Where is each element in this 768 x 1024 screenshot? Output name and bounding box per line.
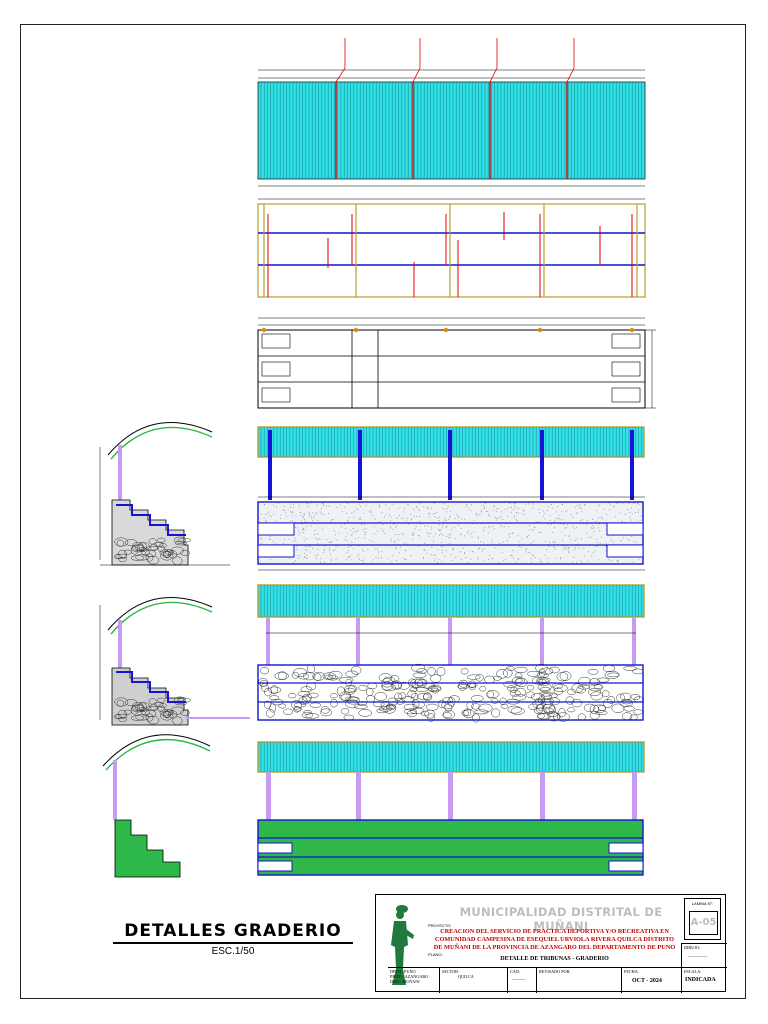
drawing-title: DETALLES GRADERIO [124, 921, 342, 941]
elevation-3 [257, 741, 645, 876]
escala-value: INDICADA [685, 977, 716, 983]
section-3 [102, 734, 211, 878]
cad-value: ---------- [512, 977, 526, 982]
lamina-box: LAMINA N°: A-05 [684, 898, 721, 940]
elevation-1 [257, 426, 645, 571]
escala-label: ESCALA: [684, 969, 702, 974]
fecha-value: OCT - 2024 [632, 978, 662, 984]
municipality-name: MUNICIPALIDAD DISTRITAL DE MUÑANI [459, 905, 663, 933]
dibujo-label: DIBUJO: [684, 945, 701, 950]
title-underline [113, 942, 353, 944]
cad-label: CAD: [510, 969, 521, 974]
plano-title: DETALLE DE TRIBUNAS - GRADERIO [500, 956, 609, 962]
fecha-label: FECHA: [624, 969, 639, 974]
section-2 [99, 597, 250, 726]
lamina-label: LAMINA N°: [691, 901, 714, 906]
roof-plan-view [257, 38, 646, 187]
drawing-scale: ESC.1/50 [211, 946, 255, 957]
stairs-plan-view [257, 317, 656, 409]
plano-label: PLANO: [428, 952, 443, 957]
dibujo-value: -------------- [688, 954, 708, 959]
structure-plan-view [257, 198, 646, 298]
title-block: MUNICIPALIDAD DISTRITAL DE MUÑANI PROYEC… [375, 894, 727, 993]
drawing-frame [20, 24, 746, 999]
sector-label: SECTOR: [442, 969, 460, 974]
location-dpto: DPTO : PUNO [390, 969, 416, 974]
elevation-2 [257, 584, 645, 723]
project-description: CREACION DEL SERVICIO DE PRACTICA DEPORT… [433, 928, 676, 952]
sector-value: QUILCA [458, 974, 474, 979]
project-label: PROYECTO: [428, 923, 452, 928]
lamina-number: A-05 [689, 911, 718, 935]
location-dist: DIST : MUÑANI [390, 979, 420, 984]
revisado-label: REVISADO POR: [539, 969, 571, 974]
location-prov: PROV. : AZANGARO [390, 974, 429, 979]
section-1 [99, 422, 230, 566]
municipality-logo-icon [391, 905, 414, 985]
